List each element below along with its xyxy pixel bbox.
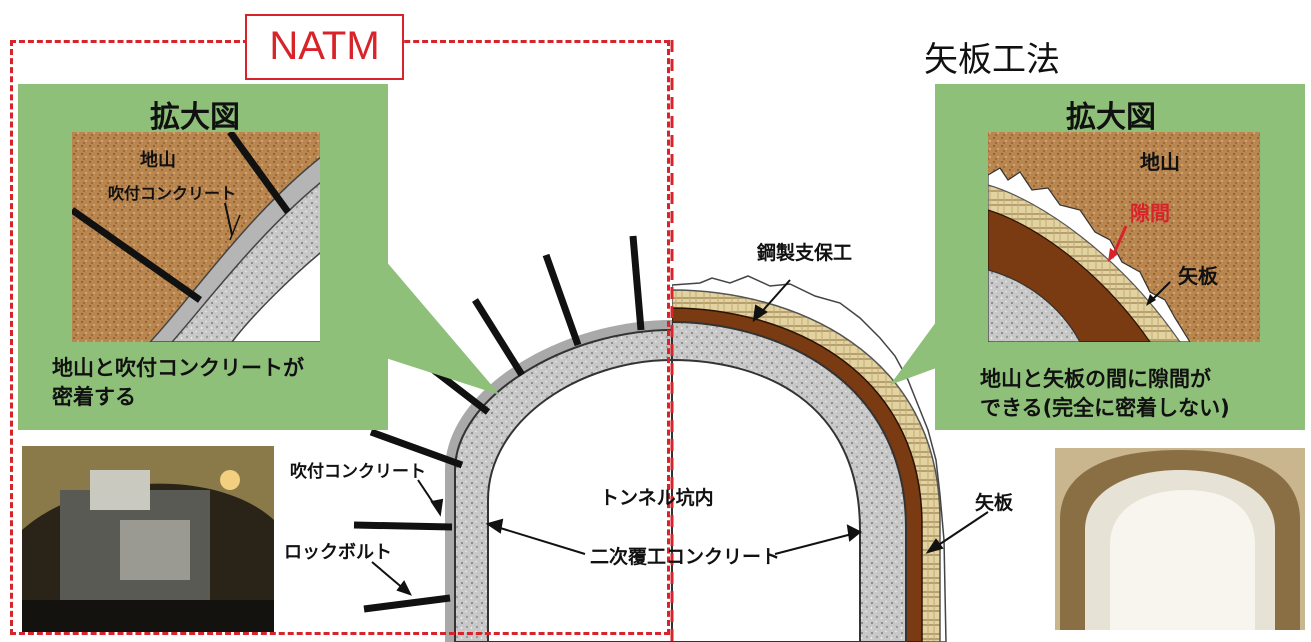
yaita-zoom-title: 拡大図 [1066,100,1156,135]
yaita-zoom-board-label: 矢板 [1178,264,1218,288]
yaita-photo [1055,448,1305,630]
yaita-title: 矢板工法 [924,40,1060,80]
tunnel-inside-label: トンネル坑内 [600,487,714,509]
natm-caption-line2: 密着する [52,385,136,409]
yaita-caption-line2: できる(完全に密着しない) [980,396,1230,420]
main-shotcrete-label: 吹付コンクリート [290,462,426,482]
yaita-zoom-image [988,132,1260,342]
main-rockbolt-label: ロックボルト [284,542,392,563]
natm-tunnel-half [445,320,672,642]
natm-zoom-shotcrete-label: 吹付コンクリート [108,184,237,203]
natm-caption-line1: 地山と吹付コンクリートが [52,356,304,380]
yaita-zoom-ground-label: 地山 [1140,150,1180,174]
natm-title: NATM [245,14,404,80]
main-board-label: 矢板 [975,492,1014,514]
yaita-caption-line1: 地山と矢板の間に隙間が [980,367,1211,391]
natm-zoom-title: 拡大図 [150,100,240,135]
natm-photo [22,446,274,632]
yaita-tunnel-half [672,275,947,642]
natm-zoom-ground-label: 地山 [140,150,176,171]
natm-zoom-image [72,132,320,342]
secondary-lining-label: 二次覆工コンクリート [590,546,781,568]
main-arrows [224,202,989,596]
yaita-zoom-gap-label: 隙間 [1130,201,1170,225]
steel-support-label: 鋼製支保工 [757,242,853,264]
